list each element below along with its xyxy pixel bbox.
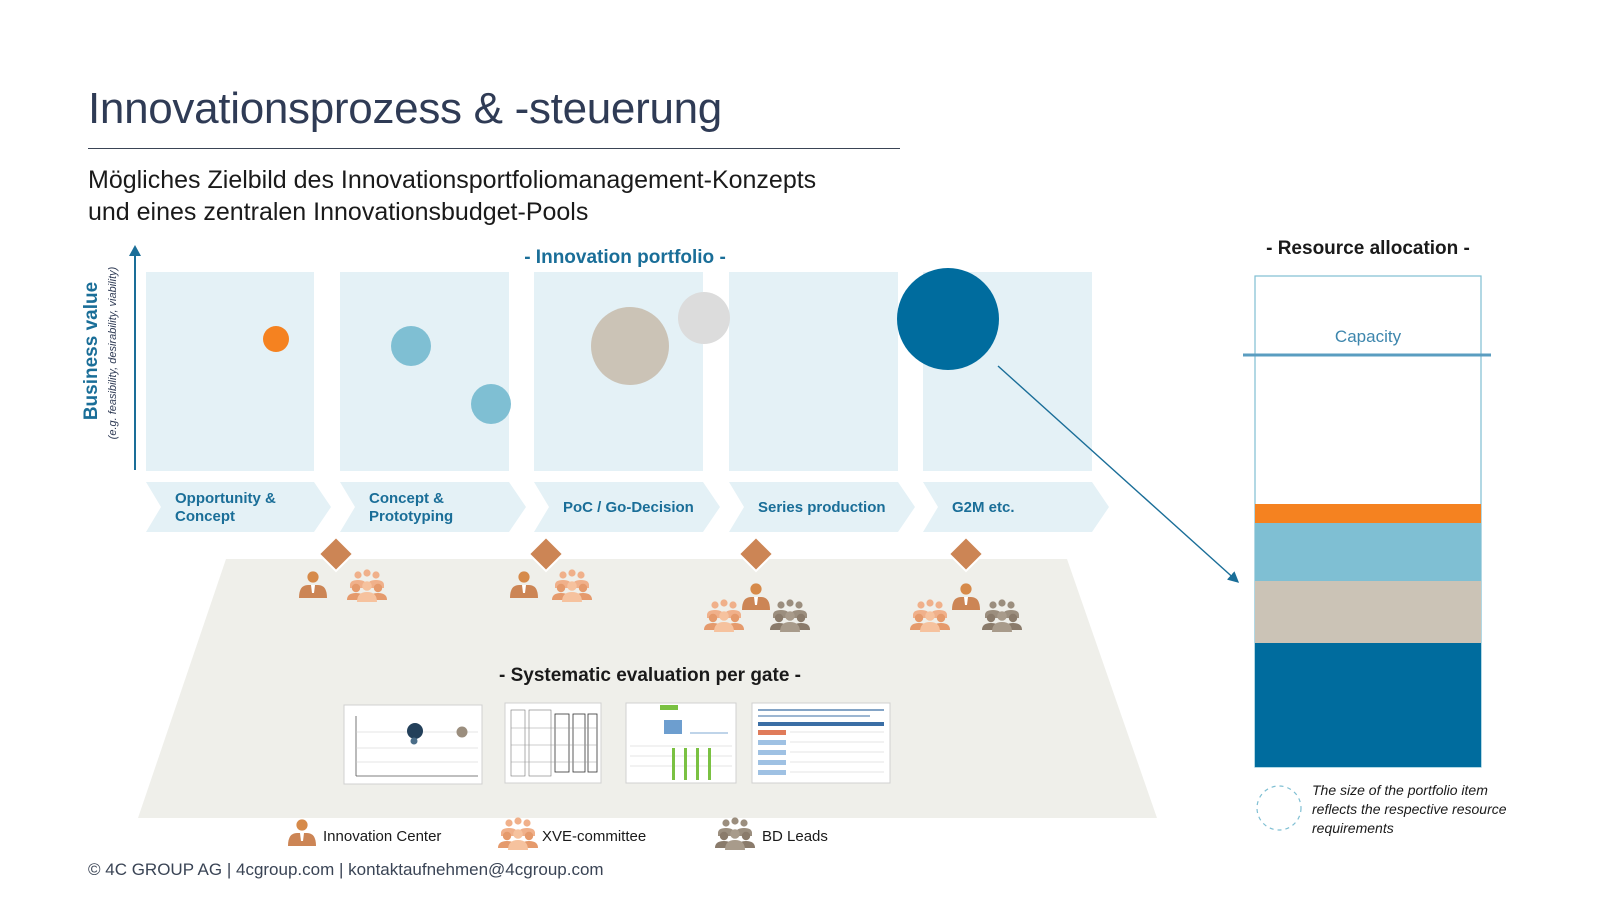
stage-panel-4 [729, 272, 898, 471]
resource-segment-dark-blue [1255, 643, 1481, 767]
resource-segment-orange [1255, 504, 1481, 523]
evaluation-title: - Systematic evaluation per gate - [499, 665, 801, 686]
stage-chevron-4 [729, 482, 915, 532]
allocation-connector-arrow [997, 365, 1240, 583]
footer-copyright: © 4C GROUP AG [88, 860, 223, 879]
resource-segment-light-blue [1255, 523, 1481, 581]
portfolio-item-light-grey [678, 292, 730, 344]
gate-diamond-icon [317, 535, 355, 573]
evaluation-thumbnail-bubble-chart [343, 704, 483, 785]
resource-segment-beige [1255, 581, 1481, 643]
footer: © 4C GROUP AG | 4cgroup.com | kontaktauf… [88, 860, 604, 880]
stage-label-concept: Concept & Prototyping [369, 490, 454, 525]
dashed-circle-icon [1256, 785, 1302, 831]
stage-chevron-2 [340, 482, 526, 532]
subtitle-line-1: Mögliches Zielbild des Innovationsportfo… [88, 166, 817, 194]
portfolio-item-orange [263, 326, 289, 352]
gate-diamond-icon [947, 535, 985, 573]
stage-label-g2m: G2M etc. [952, 499, 1015, 516]
y-axis-label: Business value [81, 281, 102, 421]
legend-bd-leads: BD Leads [762, 828, 828, 845]
stage-chevron-1 [146, 482, 331, 532]
stage-chevron-3 [534, 482, 720, 532]
stage-panel-1 [146, 272, 314, 471]
page-title: Innovationsprozess & -steuerung [88, 84, 722, 133]
stage-label-opportunity: Opportunity & Concept [175, 490, 276, 525]
portfolio-item-light-blue-1 [391, 326, 431, 366]
evaluation-thumbnail-checklist [504, 702, 602, 784]
legend-innovation-center: Innovation Center [323, 828, 442, 845]
group-icon [715, 817, 755, 850]
person-icon [288, 819, 316, 846]
capacity-label: Capacity [1334, 327, 1402, 346]
stage-label-poc: PoC / Go-Decision [563, 499, 694, 516]
subtitle-line-2: und eines zentralen Innovationsbudget-Po… [88, 198, 589, 226]
legend-xve-committee: XVE-committee [542, 828, 647, 845]
portfolio-item-light-blue-2 [471, 384, 511, 424]
footer-email-link[interactable]: kontaktaufnehmen@4cgroup.com [348, 860, 604, 879]
portfolio-item-dark-blue [897, 268, 999, 370]
title-divider [88, 148, 900, 149]
gate-diamond-icon [737, 535, 775, 573]
stage-panel-2 [340, 272, 509, 471]
resource-allocation-title: - Resource allocation - [1266, 238, 1470, 259]
group-icon [498, 817, 538, 850]
stage-chevron-5 [923, 482, 1109, 532]
evaluation-thumbnail-dashboard [625, 702, 737, 784]
portfolio-item-beige [591, 307, 669, 385]
stage-label-series-production: Series production [758, 499, 886, 516]
portfolio-title: - Innovation portfolio - [524, 247, 726, 268]
y-axis-arrowhead [129, 245, 141, 256]
gate-diamond-icon [527, 535, 565, 573]
footer-separator: | [339, 860, 344, 879]
y-axis-sublabel: (e.g. feasibility, desirability, viabili… [107, 266, 119, 440]
evaluation-thumbnail-scoring-table [751, 702, 891, 784]
footer-separator: | [226, 860, 232, 879]
footer-website-link[interactable]: 4cgroup.com [235, 860, 335, 879]
size-note: The size of the portfolio item reflects … [1312, 782, 1507, 836]
